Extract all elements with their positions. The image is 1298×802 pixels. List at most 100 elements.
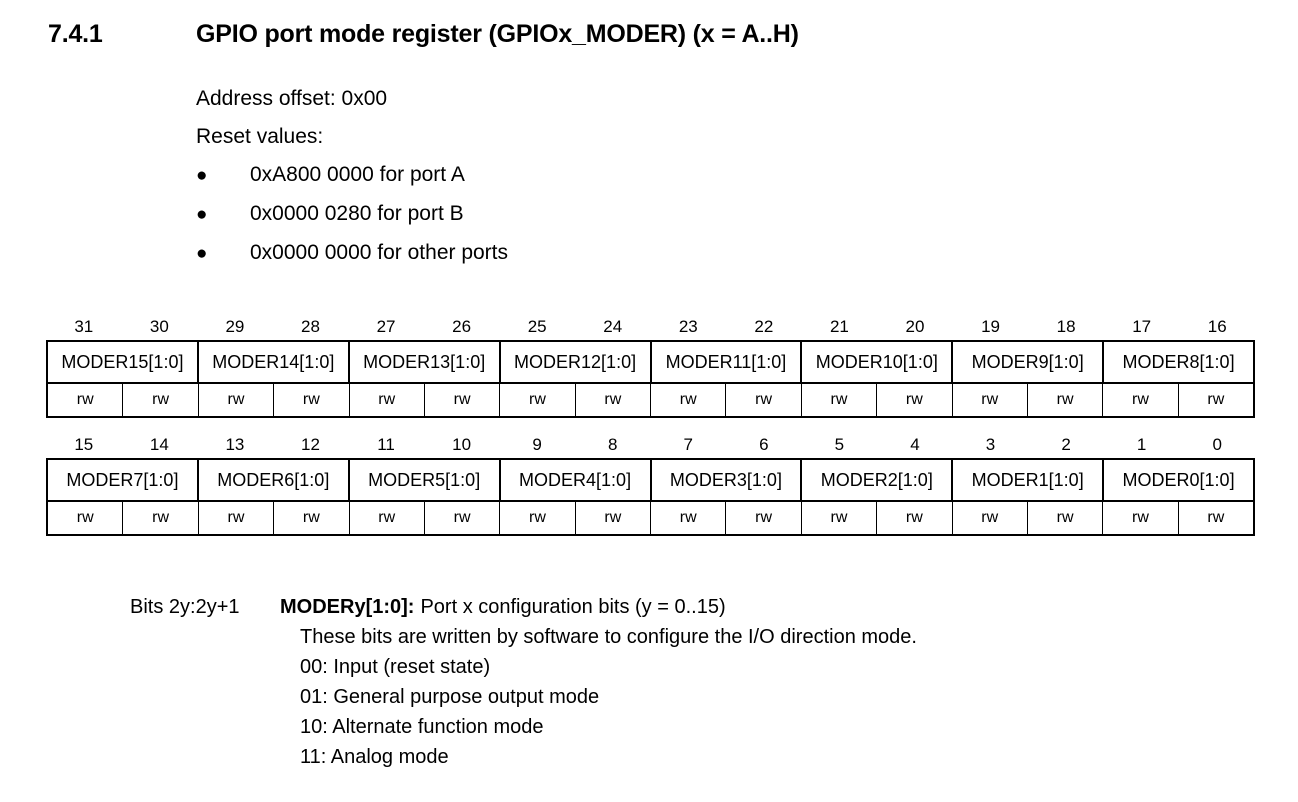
access-cell: rw: [726, 384, 802, 416]
access-cell: rw: [274, 502, 350, 534]
register-intro: Address offset: 0x00 Reset values: ● 0xA…: [196, 80, 1096, 273]
reset-value-text: 0x0000 0000 for other ports: [250, 241, 509, 264]
register-field: MODER10[1:0]: [802, 342, 954, 382]
bit-number: 0: [1212, 435, 1222, 454]
access-cell: rw: [953, 384, 1028, 416]
reset-value-text: 0xA800 0000 for port A: [250, 163, 465, 186]
bit-number: 12: [301, 435, 320, 454]
access-cell: rw: [651, 502, 727, 534]
list-item: ● 0x0000 0280 for port B: [196, 195, 1096, 234]
access-row-low: rw rw rw rw rw rw rw rw rw rw rw rw rw r…: [48, 502, 1253, 534]
access-cell: rw: [802, 502, 878, 534]
register-field: MODER13[1:0]: [350, 342, 501, 382]
register-field: MODER3[1:0]: [652, 460, 803, 500]
register-grid-low: MODER7[1:0] MODER6[1:0] MODER5[1:0] MODE…: [46, 458, 1255, 536]
access-cell: rw: [48, 384, 124, 416]
bit-field-summary: Port x configuration bits (y = 0..15): [420, 596, 726, 618]
access-cell: rw: [651, 384, 727, 416]
bit-number: 5: [834, 435, 845, 454]
bit-number: 6: [759, 435, 769, 454]
access-cell: rw: [953, 502, 1028, 534]
bit-range-label: Bits 2y:2y+1: [130, 596, 240, 618]
access-row-high: rw rw rw rw rw rw rw rw rw rw rw rw rw r…: [48, 384, 1253, 416]
access-cell: rw: [199, 384, 275, 416]
bit-number: 25: [527, 317, 547, 336]
bit-number: 21: [829, 317, 849, 336]
access-cell: rw: [1103, 384, 1179, 416]
access-cell: rw: [350, 502, 425, 534]
bullet-icon: ●: [196, 204, 208, 225]
bit-number: 2: [1061, 435, 1071, 454]
access-cell: rw: [1207, 509, 1225, 526]
access-cell: rw: [123, 384, 199, 416]
bit-number: 9: [532, 435, 542, 454]
bit-number-row-high: 31 30 29 28 27 26 25 24 23 22 21 20 19 1…: [46, 316, 1255, 338]
access-cell: rw: [500, 384, 576, 416]
bit-option: 01: General purpose output mode: [300, 686, 600, 708]
register-field: MODER7[1:0]: [48, 460, 199, 500]
bit-number: 10: [452, 435, 472, 454]
register-field: MODER11[1:0]: [652, 342, 803, 382]
access-cell: rw: [199, 502, 275, 534]
register-field: MODER0[1:0]: [1122, 469, 1235, 490]
bit-option: 00: Input (reset state): [300, 656, 491, 678]
bit-number: 8: [607, 435, 618, 454]
bit-number: 3: [985, 435, 996, 454]
reset-value-text: 0x0000 0280 for port B: [250, 202, 464, 225]
access-cell: rw: [1103, 502, 1179, 534]
bit-number: 24: [603, 317, 623, 336]
bit-number: 15: [74, 435, 94, 454]
register-field: MODER4[1:0]: [501, 460, 652, 500]
access-cell: rw: [877, 384, 953, 416]
address-offset-text: Address offset: 0x00: [196, 87, 388, 110]
access-cell: rw: [500, 502, 576, 534]
register-grid-high: MODER15[1:0] MODER14[1:0] MODER13[1:0] M…: [46, 340, 1255, 418]
bit-description-header: Bits 2y:2y+1 MODERy[1:0]: Port x configu…: [130, 592, 1260, 622]
access-cell: rw: [802, 384, 878, 416]
bit-number: 17: [1132, 317, 1152, 336]
field-name-row-low: MODER7[1:0] MODER6[1:0] MODER5[1:0] MODE…: [48, 460, 1253, 502]
bit-number: 13: [225, 435, 245, 454]
register-field: MODER12[1:0]: [501, 342, 652, 382]
bit-number: 20: [905, 317, 925, 336]
bit-number: 18: [1056, 317, 1076, 336]
bit-number: 22: [754, 317, 774, 336]
register-field: MODER2[1:0]: [802, 460, 954, 500]
access-cell: rw: [274, 384, 350, 416]
register-field: MODER14[1:0]: [199, 342, 350, 382]
reset-values-list: ● 0xA800 0000 for port A ● 0x0000 0280 f…: [196, 156, 1096, 273]
access-cell: rw: [425, 502, 501, 534]
reset-values-label: Reset values:: [196, 125, 324, 148]
bit-number: 29: [225, 317, 245, 336]
access-cell: rw: [350, 384, 425, 416]
bit-number: 27: [376, 317, 396, 336]
access-cell: rw: [425, 384, 501, 416]
access-cell: rw: [576, 502, 651, 534]
bit-number: 19: [981, 317, 1000, 336]
heading-section-number: 7.4.1: [48, 20, 103, 48]
access-cell: rw: [1028, 502, 1104, 534]
page-title: GPIO port mode register (GPIOx_MODER) (x…: [196, 20, 799, 48]
register-field: MODER15[1:0]: [48, 342, 199, 382]
list-item: ● 0x0000 0000 for other ports: [196, 234, 1096, 273]
bullet-icon: ●: [196, 165, 208, 186]
bit-option: 11: Analog mode: [300, 746, 449, 768]
access-cell: rw: [576, 384, 651, 416]
bullet-icon: ●: [196, 243, 208, 264]
register-field: MODER9[1:0]: [953, 342, 1105, 382]
list-item: ● 0xA800 0000 for port A: [196, 156, 1096, 195]
bit-number: 11: [377, 435, 395, 454]
access-cell: rw: [123, 502, 199, 534]
register-field: MODER1[1:0]: [953, 460, 1105, 500]
page-heading: 7.4.1 GPIO port mode register (GPIOx_MOD…: [48, 20, 1248, 49]
register-table-low: 15 14 13 12 11 10 9 8 7 6 5 4 3 2 1 0 MO…: [46, 434, 1255, 536]
access-cell: rw: [877, 502, 953, 534]
field-name-row-high: MODER15[1:0] MODER14[1:0] MODER13[1:0] M…: [48, 342, 1253, 384]
access-cell: rw: [1207, 391, 1225, 408]
access-cell: rw: [726, 502, 802, 534]
access-cell: rw: [1028, 384, 1104, 416]
bit-option: 10: Alternate function mode: [300, 716, 544, 738]
register-field: MODER6[1:0]: [199, 460, 350, 500]
bit-number: 4: [910, 435, 920, 454]
bit-description-body: These bits are written by software to co…: [300, 622, 1260, 772]
